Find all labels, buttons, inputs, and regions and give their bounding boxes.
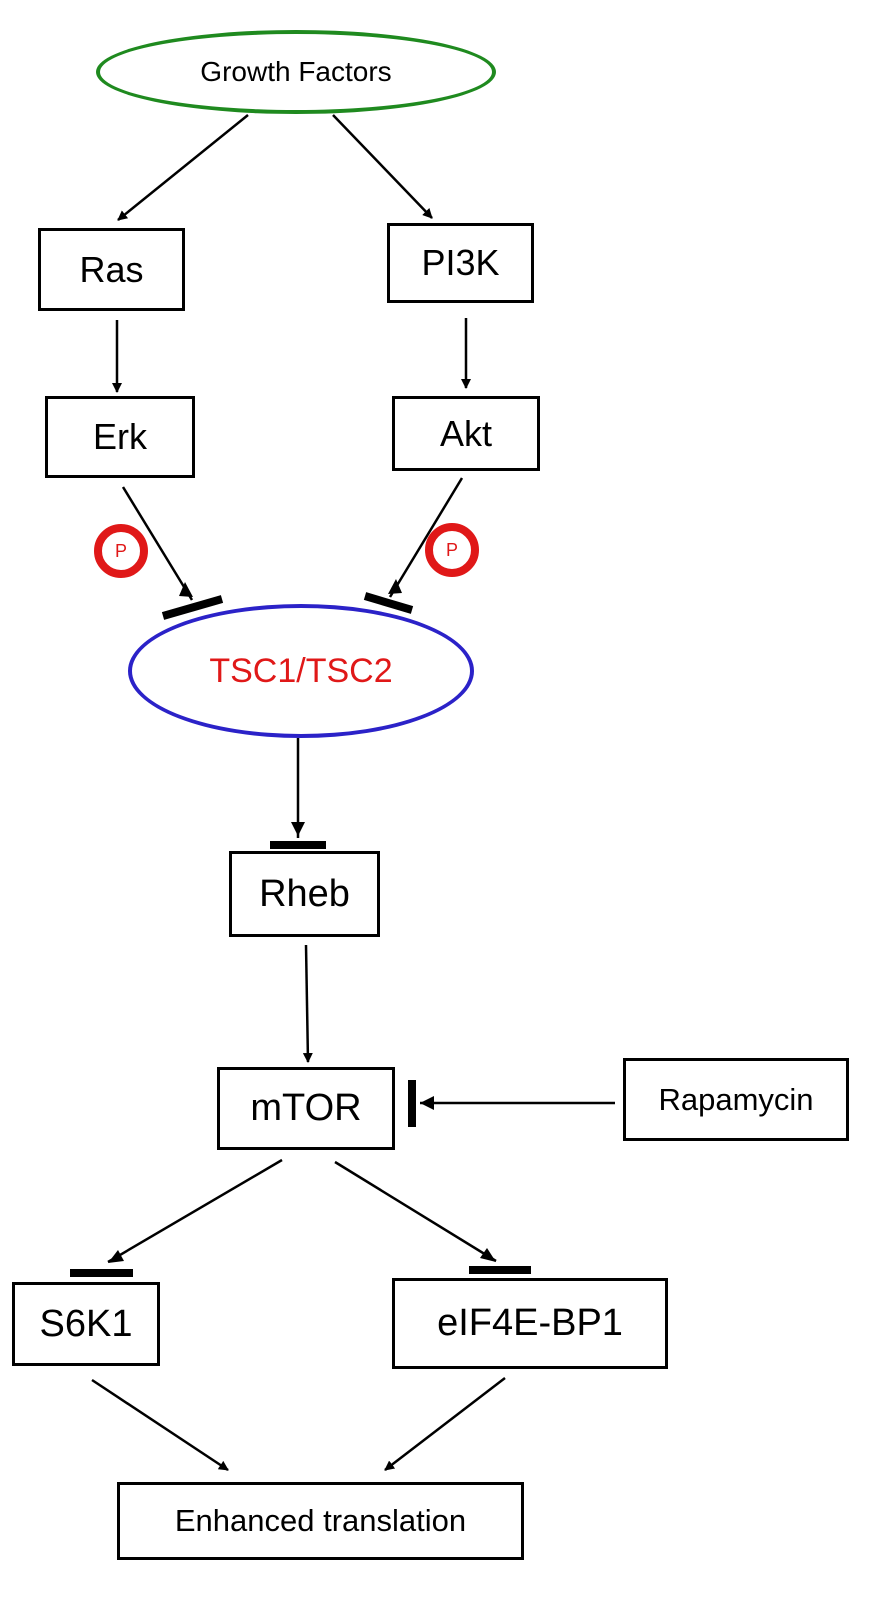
eif4e-bp1-label: eIF4E-BP1 [437,1302,623,1344]
phospho-badge-erk: P [94,524,148,578]
rheb-node: Rheb [229,851,380,937]
inhibit-head-s6k1-arrow [108,1250,124,1263]
s6k1-label: S6K1 [39,1302,133,1345]
inhibit-bar-erk [161,595,224,620]
pi3k-node: PI3K [387,223,534,303]
inhibit-bar-akt [363,592,414,614]
phospho-badge-akt: P [425,523,479,577]
rheb-label: Rheb [259,872,350,915]
erk-label: Erk [93,416,147,457]
pi3k-label: PI3K [421,242,500,283]
rapamycin-node: Rapamycin [623,1058,849,1141]
rapamycin-label: Rapamycin [658,1081,814,1117]
growth-factors-label: Growth Factors [200,56,392,87]
inhibit-erk-to-tsc [121,486,194,601]
akt-node: Akt [392,396,540,471]
arrow-growth-factors-to-pi3k [332,114,433,219]
s6k1-node: S6K1 [12,1282,160,1366]
ras-label: Ras [79,248,144,290]
eif4e-bp1-node: eIF4E-BP1 [392,1278,668,1369]
inhibit-mtor-to-eif4ebp1 [334,1160,497,1263]
mtor-node: mTOR [217,1067,395,1150]
inhibit-head-akt-arrow [388,579,402,594]
tsc1-tsc2-label: TSC1/TSC2 [209,651,393,690]
enhanced-translation-node: Enhanced translation [117,1482,524,1560]
arrow-s6k1-to-translation [91,1378,229,1472]
phospho-akt-label: P [445,539,458,560]
inhibit-mtor-to-s6k1 [107,1158,283,1264]
arrow-rheb-to-mtor [302,944,313,1063]
enhanced-translation-label: Enhanced translation [174,1503,467,1538]
phospho-erk-label: P [114,540,127,561]
mtor-label: mTOR [250,1087,362,1129]
inhibit-akt-to-tsc [388,477,464,598]
growth-factors-node: Growth Factors [96,30,496,114]
ras-node: Ras [38,228,185,311]
inhibit-head-eif4ebp1-arrow [480,1248,496,1262]
inhibit-head-tsc-arrow [291,822,305,836]
erk-node: Erk [45,396,195,478]
arrow-growth-factors-to-ras [117,114,249,221]
inhibit-head-rapamycin-arrow [420,1096,434,1110]
akt-label: Akt [439,412,492,454]
inhibit-head-erk-arrow [179,582,193,597]
arrow-eif4ebp1-to-translation [384,1377,506,1471]
tsc1-tsc2-node: TSC1/TSC2 [128,604,474,738]
